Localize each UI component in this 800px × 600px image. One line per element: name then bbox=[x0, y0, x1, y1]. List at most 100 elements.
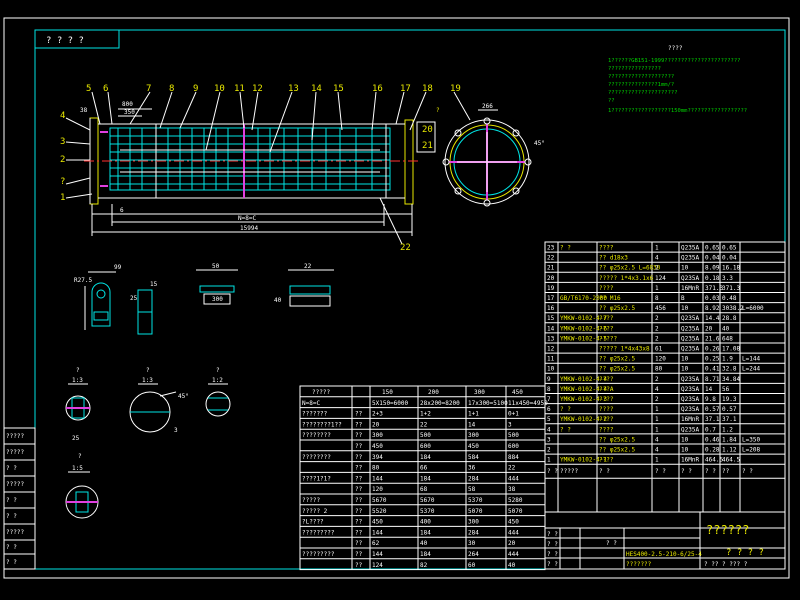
spec-cell: ????????? bbox=[302, 551, 335, 558]
dim-300: 300 bbox=[212, 296, 223, 303]
spec-cell: 124 bbox=[372, 562, 383, 569]
svg-text:? ?: ? ? bbox=[6, 544, 17, 551]
bom-cell: 8.92 bbox=[705, 305, 720, 312]
bom-cell: Q235A bbox=[681, 335, 699, 342]
callout: 10 bbox=[214, 84, 225, 94]
dim-800: 800 bbox=[122, 101, 133, 108]
dim-40: 40 bbox=[274, 297, 282, 304]
bom-cell: ?? φ25x2.5 bbox=[599, 447, 636, 454]
bom-cell: 1.84 bbox=[722, 436, 737, 443]
material-label: ??????? bbox=[626, 561, 652, 568]
tech-note-line: 1??????????????????150mm????????????????… bbox=[608, 108, 747, 114]
spec-cell: ????? bbox=[302, 497, 320, 504]
bom-cell: YMKW-0102-4-7 bbox=[560, 315, 607, 322]
bom-header-cell: ? ? bbox=[705, 468, 716, 475]
nozzle-label-box bbox=[416, 121, 436, 153]
bom-cell: 12 bbox=[547, 346, 555, 353]
bom-cell: ?? φ25x2.5 bbox=[599, 356, 636, 363]
svg-text:25: 25 bbox=[72, 435, 80, 442]
dim-266: 266 bbox=[482, 103, 493, 110]
bom-cell: 120 bbox=[655, 356, 666, 363]
spec-cell: ???????? bbox=[302, 432, 331, 439]
spec-cell: 5070 bbox=[468, 508, 483, 515]
bom-cell: L=244 bbox=[742, 366, 760, 373]
spec-cell: ?? bbox=[355, 551, 363, 558]
bom-cell: 34.84 bbox=[722, 376, 740, 383]
bom-header-cell: ?? bbox=[722, 468, 730, 475]
bom-cell: ????? bbox=[599, 335, 617, 342]
bom-cell: 0.65 bbox=[705, 245, 720, 252]
bom-cell: 464.5 bbox=[722, 457, 740, 464]
spec-cell: N=8=C bbox=[302, 400, 320, 407]
spec-cell: 40 bbox=[420, 540, 428, 547]
spec-cell: 600 bbox=[420, 443, 431, 450]
bom-cell: 32.8 bbox=[722, 366, 737, 373]
bom-cell: ? ? bbox=[560, 426, 571, 433]
bom-cell: 0.46 bbox=[705, 436, 720, 443]
spec-cell: 20 bbox=[508, 540, 516, 547]
bom-cell: ?? d18x3 bbox=[599, 255, 628, 262]
bom-cell: 37.1 bbox=[705, 416, 720, 423]
bom-cell: 1 bbox=[655, 426, 659, 433]
spec-cell: 184 bbox=[420, 529, 431, 536]
scale-label: ? ? bbox=[606, 540, 617, 547]
spec-cell: 184 bbox=[420, 475, 431, 482]
bom-cell: 2 bbox=[655, 396, 659, 403]
bom-cell: 1.9 bbox=[722, 356, 733, 363]
spec-cell: ?? bbox=[355, 497, 363, 504]
callout: 21 bbox=[422, 141, 433, 151]
bom-cell: 4 bbox=[655, 386, 659, 393]
callout: 19 bbox=[450, 84, 461, 94]
bom-cell: 22 bbox=[547, 255, 555, 262]
spec-header-cell: 300 bbox=[474, 389, 485, 396]
dim-350: 350 bbox=[124, 109, 135, 116]
spec-cell: 500 bbox=[508, 432, 519, 439]
callout: 22 bbox=[400, 243, 411, 253]
bom-cell: 1 bbox=[655, 285, 659, 292]
bom-cell: 1.12 bbox=[722, 447, 737, 454]
bom-cell: Q235A bbox=[681, 426, 699, 433]
tubesheet-end-view: 266 45° bbox=[442, 103, 545, 207]
bom-cell: 13 bbox=[547, 335, 555, 342]
spec-cell: 40 bbox=[508, 562, 516, 569]
svg-text:?????: ????? bbox=[6, 529, 24, 536]
bom-cell: 10 bbox=[681, 366, 689, 373]
callout: 13 bbox=[288, 84, 299, 94]
bom-cell: ???? bbox=[599, 416, 614, 423]
spec-cell: ?? bbox=[355, 432, 363, 439]
bom-cell: 4 bbox=[655, 447, 659, 454]
spec-cell: ????????? bbox=[302, 529, 335, 536]
bom-cell: 16MnR bbox=[681, 457, 699, 464]
spec-cell: 5370 bbox=[468, 497, 483, 504]
bom-cell: 0.65 bbox=[722, 245, 737, 252]
bom-cell: 124 bbox=[655, 275, 666, 282]
bom-cell: 21.6 bbox=[705, 335, 720, 342]
svg-text:?: ? bbox=[76, 367, 80, 374]
bom-cell: ???? bbox=[599, 457, 614, 464]
spec-cell: ?? bbox=[355, 540, 363, 547]
bom-cell: 23 bbox=[547, 245, 555, 252]
spec-cell: 144 bbox=[372, 551, 383, 558]
bom-cell: 10 bbox=[681, 356, 689, 363]
spec-cell: ?? bbox=[355, 529, 363, 536]
spec-header-cell: ????? bbox=[312, 389, 330, 396]
tube-bundle bbox=[109, 127, 391, 191]
spec-cell: 600 bbox=[508, 443, 519, 450]
bom-cell: 371.3 bbox=[722, 285, 740, 292]
spec-header-cell: 200 bbox=[428, 389, 439, 396]
bom-cell: 0.04 bbox=[722, 255, 737, 262]
spec-cell: ?? bbox=[355, 519, 363, 526]
bom-cell: 15 bbox=[547, 315, 555, 322]
bom-cell: ???? bbox=[599, 426, 614, 433]
section-view-2: ? 1:3 45° 3 bbox=[129, 367, 189, 434]
bom-cell: ???? bbox=[599, 396, 614, 403]
bom-cell: 20 bbox=[547, 275, 555, 282]
bom-cell: 0.04 bbox=[705, 255, 720, 262]
spec-cell: 30 bbox=[468, 540, 476, 547]
bom-cell: 14 bbox=[705, 386, 713, 393]
bom-header-cell: ????? bbox=[560, 468, 578, 475]
bom-cell: 20 bbox=[705, 325, 713, 332]
bom-cell: 10 bbox=[547, 366, 555, 373]
svg-text:? ?: ? ? bbox=[547, 551, 558, 558]
